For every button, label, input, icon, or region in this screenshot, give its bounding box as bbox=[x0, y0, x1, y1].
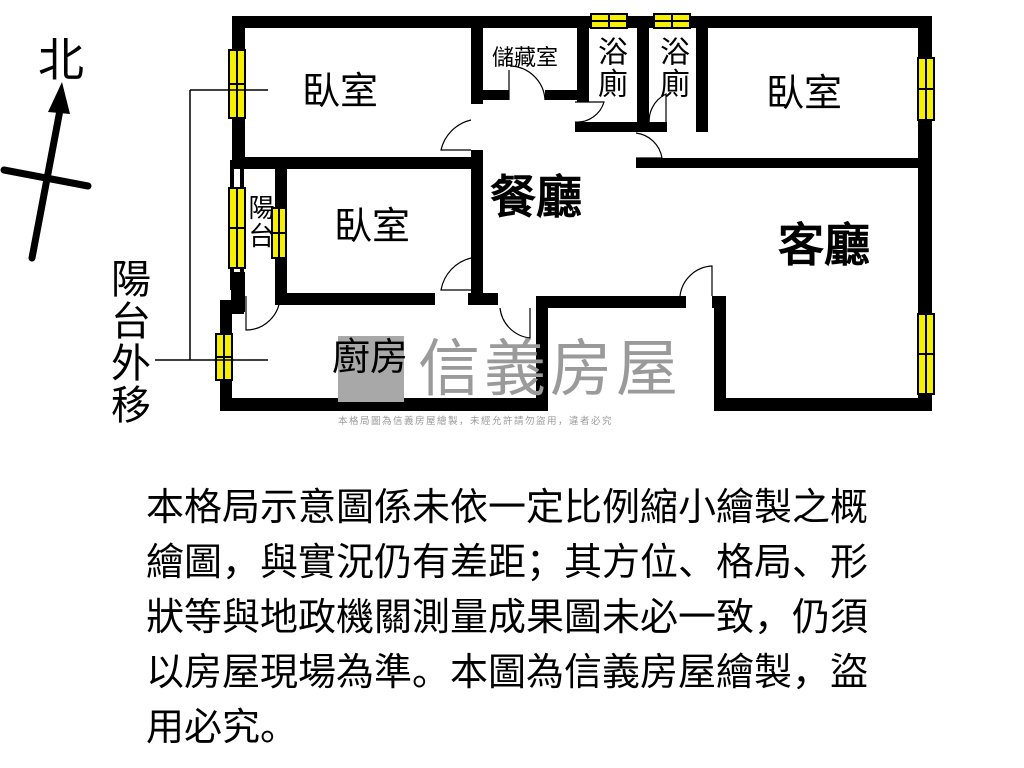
floorplan-drawing bbox=[155, 13, 935, 411]
room-bedroom-middle: 臥室 bbox=[334, 204, 411, 248]
room-storage: 儲藏室 bbox=[492, 46, 559, 71]
room-living: 客廳 bbox=[778, 218, 870, 272]
disclaimer-line: 用必究。 bbox=[146, 705, 299, 749]
room-kitchen: 廚房 bbox=[332, 335, 409, 379]
watermark-brand: 信義房屋 bbox=[418, 332, 683, 405]
room-dining: 餐廳 bbox=[490, 170, 582, 224]
disclaimer: 本格局示意圖係未依一定比例縮小繪製之概 繪圖，與實況仍有差距；其方位、格局、形 … bbox=[146, 480, 1016, 755]
north-label: 北 bbox=[38, 33, 84, 87]
disclaimer-line: 繪圖，與實況仍有差距；其方位、格局、形 bbox=[146, 540, 869, 584]
watermark-logo bbox=[338, 336, 404, 402]
room-bedroom-top-right: 臥室 bbox=[766, 71, 843, 115]
room-bathroom-1: 浴廁 bbox=[592, 36, 627, 100]
disclaimer-line: 狀等與地政機關測量成果圖未必一致，仍須 bbox=[146, 595, 869, 639]
watermark-notice: 本格局圖為信義房屋繪製，未經允許請勿盜用，違者必究 bbox=[338, 416, 614, 427]
disclaimer-line: 本格局示意圖係未依一定比例縮小繪製之概 bbox=[146, 485, 869, 529]
room-bedroom-top-left: 臥室 bbox=[302, 69, 379, 113]
disclaimer-line: 以房屋現場為準。本圖為信義房屋繪製，盜 bbox=[146, 650, 869, 694]
balcony-relocated-note: 陽台外移 bbox=[104, 258, 150, 426]
room-balcony: 陽台 bbox=[244, 194, 274, 250]
north-arrow-icon bbox=[0, 82, 92, 262]
room-bathroom-2: 浴廁 bbox=[654, 36, 689, 100]
